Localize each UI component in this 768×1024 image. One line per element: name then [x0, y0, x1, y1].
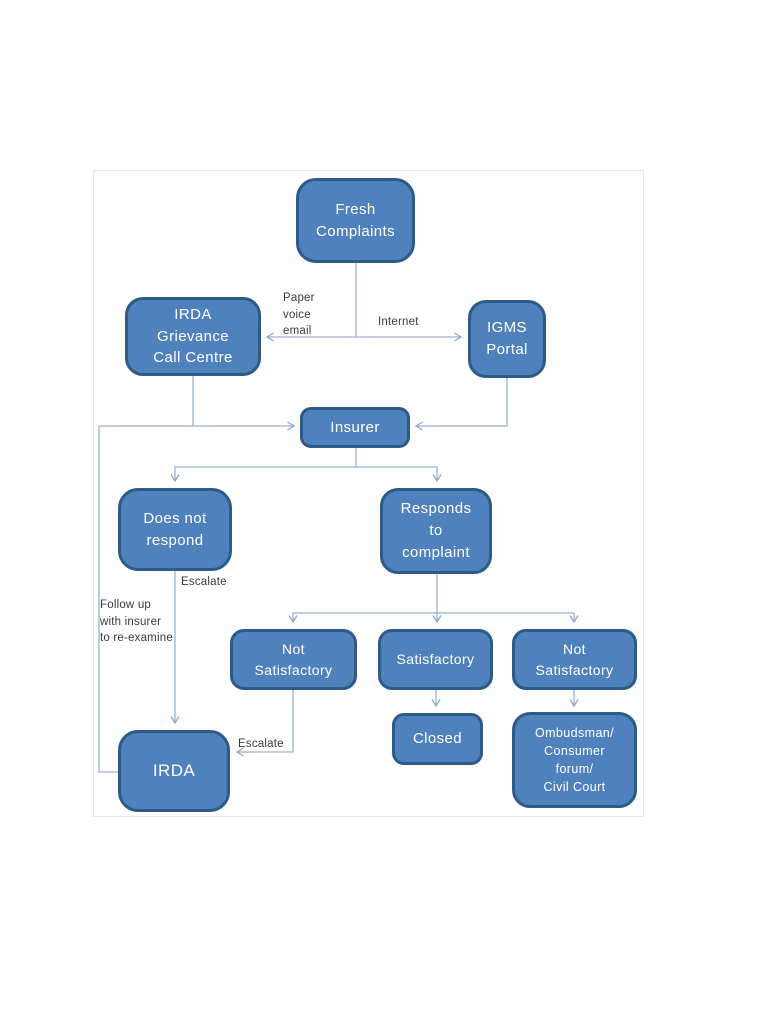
node-does-not-respond-label: Does not respond: [143, 509, 207, 549]
edge-label-internet: Internet: [378, 316, 419, 328]
node-irda-grievance-call-centre-label: IRDA Grievance Call Centre: [153, 305, 233, 367]
node-closed: Closed: [392, 713, 483, 765]
node-irda-label: IRDA: [152, 760, 196, 780]
node-igms-portal: IGMS Portal: [468, 300, 546, 378]
node-satisfactory: Satisfactory: [378, 629, 493, 690]
node-not-satisfactory-left-label: Not Satisfactory: [254, 641, 333, 678]
node-not-satisfactory-left: Not Satisfactory: [230, 629, 357, 690]
node-ombudsman-label: Ombudsman/ Consumer forum/ Civil Court: [534, 725, 615, 795]
node-responds-to-complaint-label: Responds to complaint: [400, 500, 472, 561]
node-irda: IRDA: [118, 730, 230, 812]
node-does-not-respond: Does not respond: [118, 488, 232, 571]
node-satisfactory-label: Satisfactory: [396, 651, 475, 668]
node-responds-to-complaint: Responds to complaint: [380, 488, 492, 574]
node-insurer: Insurer: [300, 407, 410, 448]
node-irda-grievance-call-centre: IRDA Grievance Call Centre: [125, 297, 261, 376]
node-closed-label: Closed: [412, 730, 463, 748]
node-ombudsman-consumer-forum-civil-court: Ombudsman/ Consumer forum/ Civil Court: [512, 712, 637, 808]
edge-label-paper-voice-email: Paper voice email: [283, 292, 315, 338]
node-igms-portal-label: IGMS Portal: [486, 319, 528, 358]
node-insurer-label: Insurer: [330, 418, 380, 436]
node-not-satisfactory-right: Not Satisfactory: [512, 629, 637, 690]
node-fresh-complaints-label: Fresh Complaints: [315, 200, 396, 240]
node-not-satisfactory-right-label: Not Satisfactory: [535, 641, 614, 678]
node-fresh-complaints: Fresh Complaints: [296, 178, 415, 263]
edge-label-escalate-bottom: Escalate: [238, 738, 284, 750]
edge-label-follow-up: Follow up with insurer to re-examine: [100, 599, 173, 645]
edge-label-escalate-top: Escalate: [181, 576, 227, 588]
